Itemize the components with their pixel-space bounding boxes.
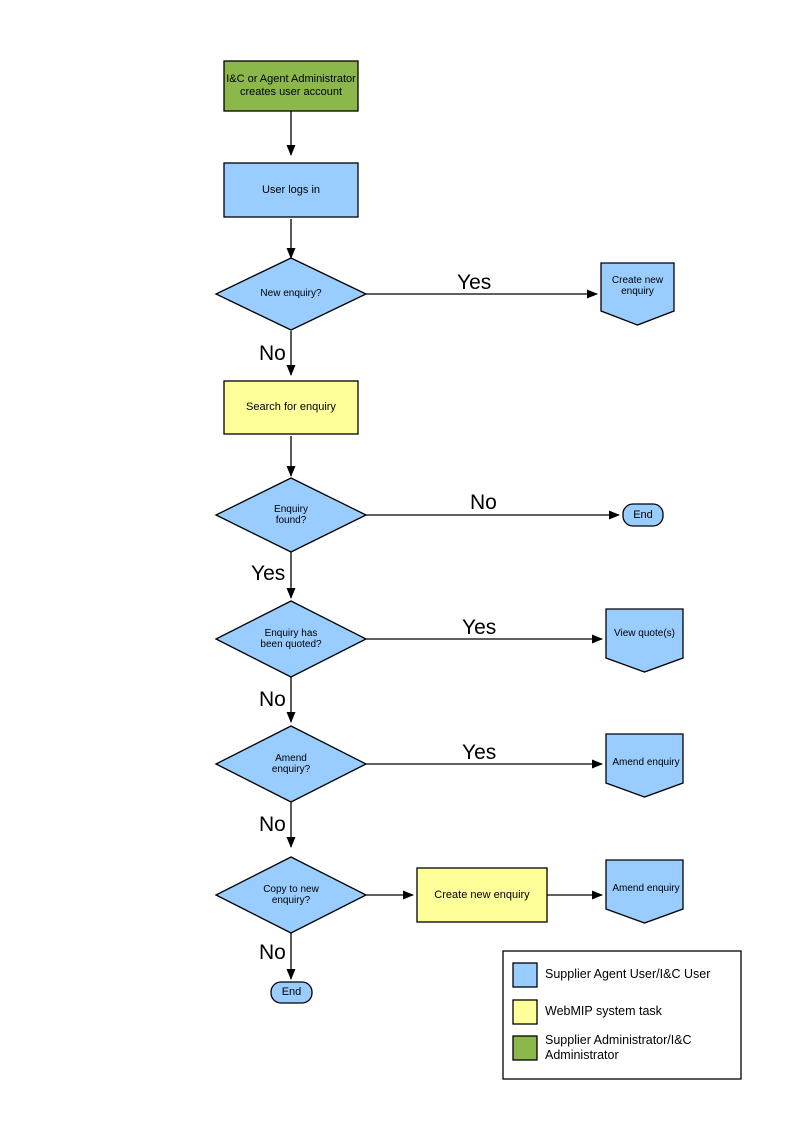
legend-item-label-system: WebMIP system task bbox=[545, 1004, 662, 1018]
edge-label-amend-enquiry-no: No bbox=[259, 813, 286, 836]
node-end-terminator-top bbox=[622, 503, 664, 527]
edge-label-enquiry-found-yes: Yes bbox=[251, 562, 286, 585]
node-decision-enquiry-found bbox=[214, 477, 368, 553]
node-amend-enquiry-lower bbox=[605, 859, 684, 924]
edge-label-amend-enquiry-yes: Yes bbox=[462, 741, 497, 764]
edge-label-new-enquiry-yes: Yes bbox=[457, 271, 492, 294]
edge-label-enquiry-quoted-no: No bbox=[259, 688, 286, 711]
node-amend-enquiry-upper bbox=[605, 733, 684, 798]
legend-swatch-admin bbox=[512, 1035, 538, 1061]
node-create-new-enquiry-task bbox=[416, 867, 548, 923]
edge-label-enquiry-quoted-yes: Yes bbox=[462, 616, 497, 639]
node-search-for-enquiry bbox=[223, 380, 359, 435]
node-user-logs-in bbox=[223, 162, 359, 218]
node-admin-creates-user-account bbox=[223, 60, 359, 112]
legend-item-label-admin: Supplier Administrator/I&C Administrator bbox=[545, 1033, 692, 1062]
node-create-new-enquiry bbox=[600, 262, 675, 326]
node-decision-enquiry-quoted bbox=[214, 600, 368, 678]
edge-label-new-enquiry-no: No bbox=[259, 342, 286, 365]
node-end-terminator-bottom bbox=[270, 981, 313, 1004]
node-decision-copy-to-new-enquiry bbox=[214, 856, 368, 934]
legend-item-label-user: Supplier Agent User/I&C User bbox=[545, 967, 711, 981]
legend-swatch-user bbox=[512, 962, 538, 988]
legend-box bbox=[502, 950, 742, 1080]
node-decision-new-enquiry bbox=[214, 257, 368, 331]
node-decision-amend-enquiry bbox=[214, 725, 368, 803]
legend-swatch-system bbox=[512, 999, 538, 1025]
edge-label-copy-to-new-enquiry-no: No bbox=[259, 941, 286, 964]
node-view-quotes bbox=[605, 608, 684, 673]
connector-group bbox=[286, 111, 620, 980]
edge-label-enquiry-found-no: No bbox=[470, 491, 497, 514]
